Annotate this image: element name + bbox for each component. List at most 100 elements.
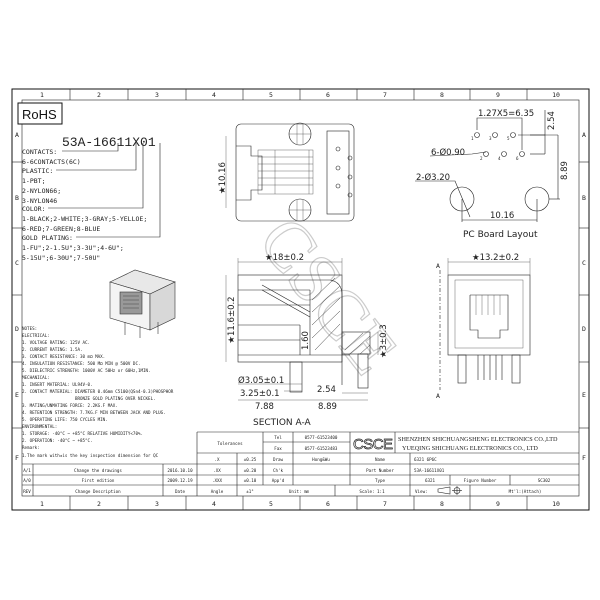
option-line: 2-NYLON66;: [22, 187, 61, 195]
dim-post-width: 3.25±0.1: [240, 389, 280, 399]
option-line: 3-NYLON46: [22, 197, 57, 205]
name-value: 6321 6P6C: [414, 457, 437, 462]
tolerance-value: ±0.10: [244, 478, 257, 483]
row-label: D: [582, 325, 586, 333]
note-line: 1. STORAGE: -40°C ~ +85°C RELATIVE HUMID…: [22, 431, 143, 436]
type-value: 6321: [425, 478, 436, 483]
dim-d1: 7.88: [255, 402, 274, 412]
column-ruler: 1 2 3 4 5 6 7 8 9 10 1 2 3 4 5 6 7 8 9 1…: [12, 89, 589, 510]
option-line: PLASTIC:: [22, 167, 53, 175]
dim-section-width: ★18±0.2: [265, 253, 304, 263]
pin-number: 3: [489, 136, 492, 141]
dim-row-offset: 2.54: [547, 111, 557, 130]
title-block: Tolerances .X ±0.25 .XX ±0.20 .XXX ±0.10…: [22, 431, 579, 496]
material-label: Mt'l:(Attach): [509, 489, 542, 494]
note-line: 2. OPERATION: -40°C ~ +85°C.: [22, 438, 93, 443]
pc-board-layout: 1.27X5=6.35 2.54 6-Ø0.90 2-Ø3.20 8.89 10…: [415, 109, 570, 240]
option-line: COLOR:: [22, 205, 45, 213]
tolerance-value: ±0.20: [244, 468, 257, 473]
pcb-layout-title: PC Board Layout: [463, 230, 538, 240]
dim-pin-pitch: 1.27X5=6.35: [478, 109, 534, 119]
col-label: 4: [212, 91, 216, 99]
option-line: 1-BLACK;2-WHITE;3-GRAY;5-YELLOE;: [22, 215, 147, 223]
part-code: 53A-16611X01: [62, 135, 156, 150]
row-label: D: [15, 325, 19, 333]
option-line: 6-6CONTACTS(6C): [22, 158, 81, 166]
name-label: Name: [375, 457, 386, 462]
pin-number: 6: [516, 156, 519, 161]
rev-id: A/1: [23, 468, 31, 473]
rev-header: Date: [175, 489, 186, 494]
connector-3d-render: [109, 269, 176, 338]
top-view: ★10.16: [218, 122, 355, 222]
company-name-2: YUEQING SHICHUANG ELECTRONICS CO., LTD: [402, 445, 538, 452]
option-line: GOLD PLATING:: [22, 234, 73, 242]
tolerance-key: Angle: [211, 489, 224, 494]
col-label: 5: [269, 91, 273, 99]
col-label: 6: [326, 500, 330, 508]
col-label: 10: [552, 500, 560, 508]
section-marker-top: A: [436, 262, 440, 270]
note-line: Remark:: [22, 445, 40, 450]
note-line: 1.The mark with★is the key inspection di…: [22, 453, 159, 458]
note-line: 3. CONTACT RESISTANCE: 30 mΩ MAX.: [22, 354, 105, 359]
dim-mount-holes: 2-Ø3.20: [416, 172, 450, 183]
row-label: C: [582, 259, 586, 267]
note-line: 4. RETENTION STRENGTH: 7.7KG.F MIN BETWE…: [22, 410, 166, 415]
tolerance-value: ±0.25: [244, 457, 257, 462]
figure-number-label: Figure Number: [464, 478, 497, 483]
option-line: 1-FU";2-1.5U";3-3U";4-6U";: [22, 244, 124, 252]
row-label: E: [15, 391, 19, 399]
rev-header: REV: [23, 489, 31, 494]
notes: NOTES: ELECTRICAL: 1. VOLTAGE RATING: 12…: [22, 326, 174, 458]
type-label: Type: [375, 478, 386, 483]
col-label: 6: [326, 91, 330, 99]
row-label: B: [15, 194, 19, 202]
option-line: 6-RED;7-GREEN;8-BLUE: [22, 225, 100, 233]
option-leaders: [48, 143, 161, 238]
note-line: 2. CURRENT RATING: 1.5A.: [22, 347, 83, 352]
tel-label: Tel: [274, 435, 282, 440]
ordering-options: CONTACTS: 6-6CONTACTS(6C) PLASTIC: 1-PBT…: [22, 148, 147, 262]
section-title: SECTION A-A: [253, 418, 312, 428]
note-line: ELECTRICAL:: [22, 333, 50, 338]
view-label: View:: [415, 489, 428, 494]
note-line: 1. INSERT MATERIAL: UL94V-0.: [22, 382, 93, 387]
row-label: B: [582, 194, 586, 202]
watermark: CSCE: [243, 203, 411, 388]
rohs-badge: [17, 102, 63, 125]
col-label: 1: [40, 91, 44, 99]
fax-label: Fax: [274, 446, 282, 451]
tolerance-value: ±1°: [246, 489, 254, 494]
draw-value: Hong&Wu: [312, 457, 330, 462]
col-label: 9: [496, 91, 500, 99]
note-line: NOTES:: [22, 326, 37, 331]
approved-label: App'd: [272, 478, 285, 483]
note-line: MECHANICAL:: [22, 375, 50, 380]
note-line: 2. CONTACT MATERIAL: DIAMETER 0.46mm C51…: [22, 389, 174, 394]
scale-label: Scale: 1:1: [359, 489, 385, 494]
col-label: 8: [440, 91, 444, 99]
company-name-1: SHENZHEN SHICHUANGSHENG ELECTRONICS CO.,…: [398, 436, 558, 443]
note-line: 4. INSULATION RESISTANCE: 500 MΩ MIN @ 5…: [22, 361, 141, 366]
option-line: 1-PBT;: [22, 177, 45, 185]
projection-symbol-icon: [437, 486, 462, 495]
fax-value: 0577-61523483: [305, 446, 338, 451]
note-line: 3. MATING/UNMATING FORCE: 2.2KG.F MAX.: [22, 403, 118, 408]
col-label: 8: [440, 500, 444, 508]
col-label: 5: [269, 500, 273, 508]
drawing-frame: [11, 88, 590, 511]
col-label: 4: [212, 500, 216, 508]
part-number-value: 53A-16611X01: [414, 468, 445, 473]
front-view: ★13.2±0.2 A A: [436, 253, 531, 400]
col-label: 10: [552, 91, 560, 99]
col-label: 3: [155, 91, 159, 99]
option-line: 5-15U";6-30U";7-50U": [22, 254, 100, 262]
row-label: C: [15, 259, 19, 267]
dim-d2: 8.89: [318, 402, 337, 412]
rev-id: A/0: [23, 478, 31, 483]
section-marker-bottom: A: [436, 392, 440, 400]
dim-pitch: 2.54: [317, 385, 336, 395]
pin-number: 1: [471, 136, 474, 141]
